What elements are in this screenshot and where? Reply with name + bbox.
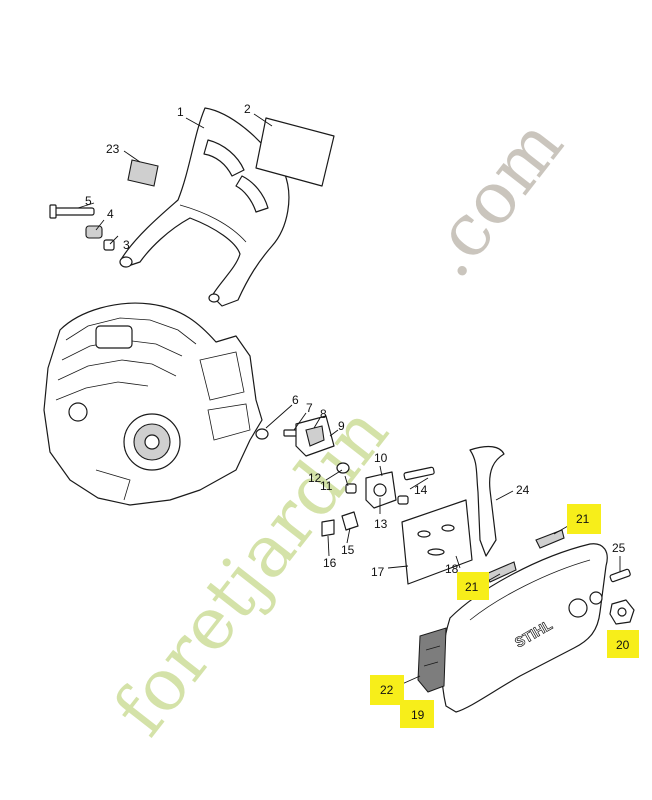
engine-housing [43, 302, 263, 506]
callout-18: 18 [445, 562, 459, 576]
callout-8: 8 [320, 407, 327, 421]
small-parts [255, 415, 435, 537]
callout-2: 2 [244, 102, 251, 116]
callout-11: 11 [320, 479, 333, 493]
callout-13: 13 [374, 517, 388, 531]
callout-12: 12 [308, 471, 322, 485]
screw-25-part [609, 568, 631, 583]
callout-5: 5 [85, 194, 92, 208]
callout-24: 24 [516, 483, 530, 497]
callout-20: 20 [616, 638, 630, 652]
tensioner-plate-part [401, 499, 473, 585]
callout-9: 9 [338, 419, 345, 433]
bar-bracket-part [469, 445, 505, 557]
highlighted-callouts: 21 21 20 22 19 [370, 504, 639, 728]
callout-15: 15 [341, 543, 355, 557]
callout-25: 25 [612, 541, 626, 555]
label-plate-part [255, 117, 335, 187]
plate-hole [417, 530, 431, 538]
callout-3: 3 [123, 238, 130, 252]
highlight-box-20 [607, 630, 639, 658]
callout-22: 22 [380, 683, 394, 697]
callout-1: 1 [177, 105, 184, 119]
callout-19: 19 [411, 708, 425, 722]
callout-14: 14 [414, 483, 428, 497]
nut-20-part [609, 599, 635, 625]
watermark-text-domain: .com [405, 103, 579, 292]
callout-10: 10 [374, 451, 388, 465]
label-part-23 [127, 159, 159, 187]
bolt-assembly [49, 204, 115, 251]
hand-guard-part [119, 107, 290, 307]
callout-labels: 1 2 3 4 5 6 7 8 9 10 11 12 13 14 15 16 1… [85, 102, 626, 579]
chain-catcher-part [417, 627, 447, 693]
highlight-box-19 [400, 700, 434, 728]
plate-hole [441, 524, 455, 532]
callout-21b: 21 [465, 580, 479, 594]
plate-hole [427, 548, 445, 556]
highlight-box-22 [370, 675, 404, 705]
callout-4: 4 [107, 207, 114, 221]
highlight-box-21b [457, 572, 489, 600]
callout-23: 23 [106, 142, 120, 156]
callout-21a: 21 [576, 512, 590, 526]
highlight-box-21a [567, 504, 601, 534]
callout-16: 16 [323, 556, 337, 570]
callout-7: 7 [306, 401, 313, 415]
callout-17: 17 [371, 565, 385, 579]
callout-6: 6 [292, 393, 299, 407]
